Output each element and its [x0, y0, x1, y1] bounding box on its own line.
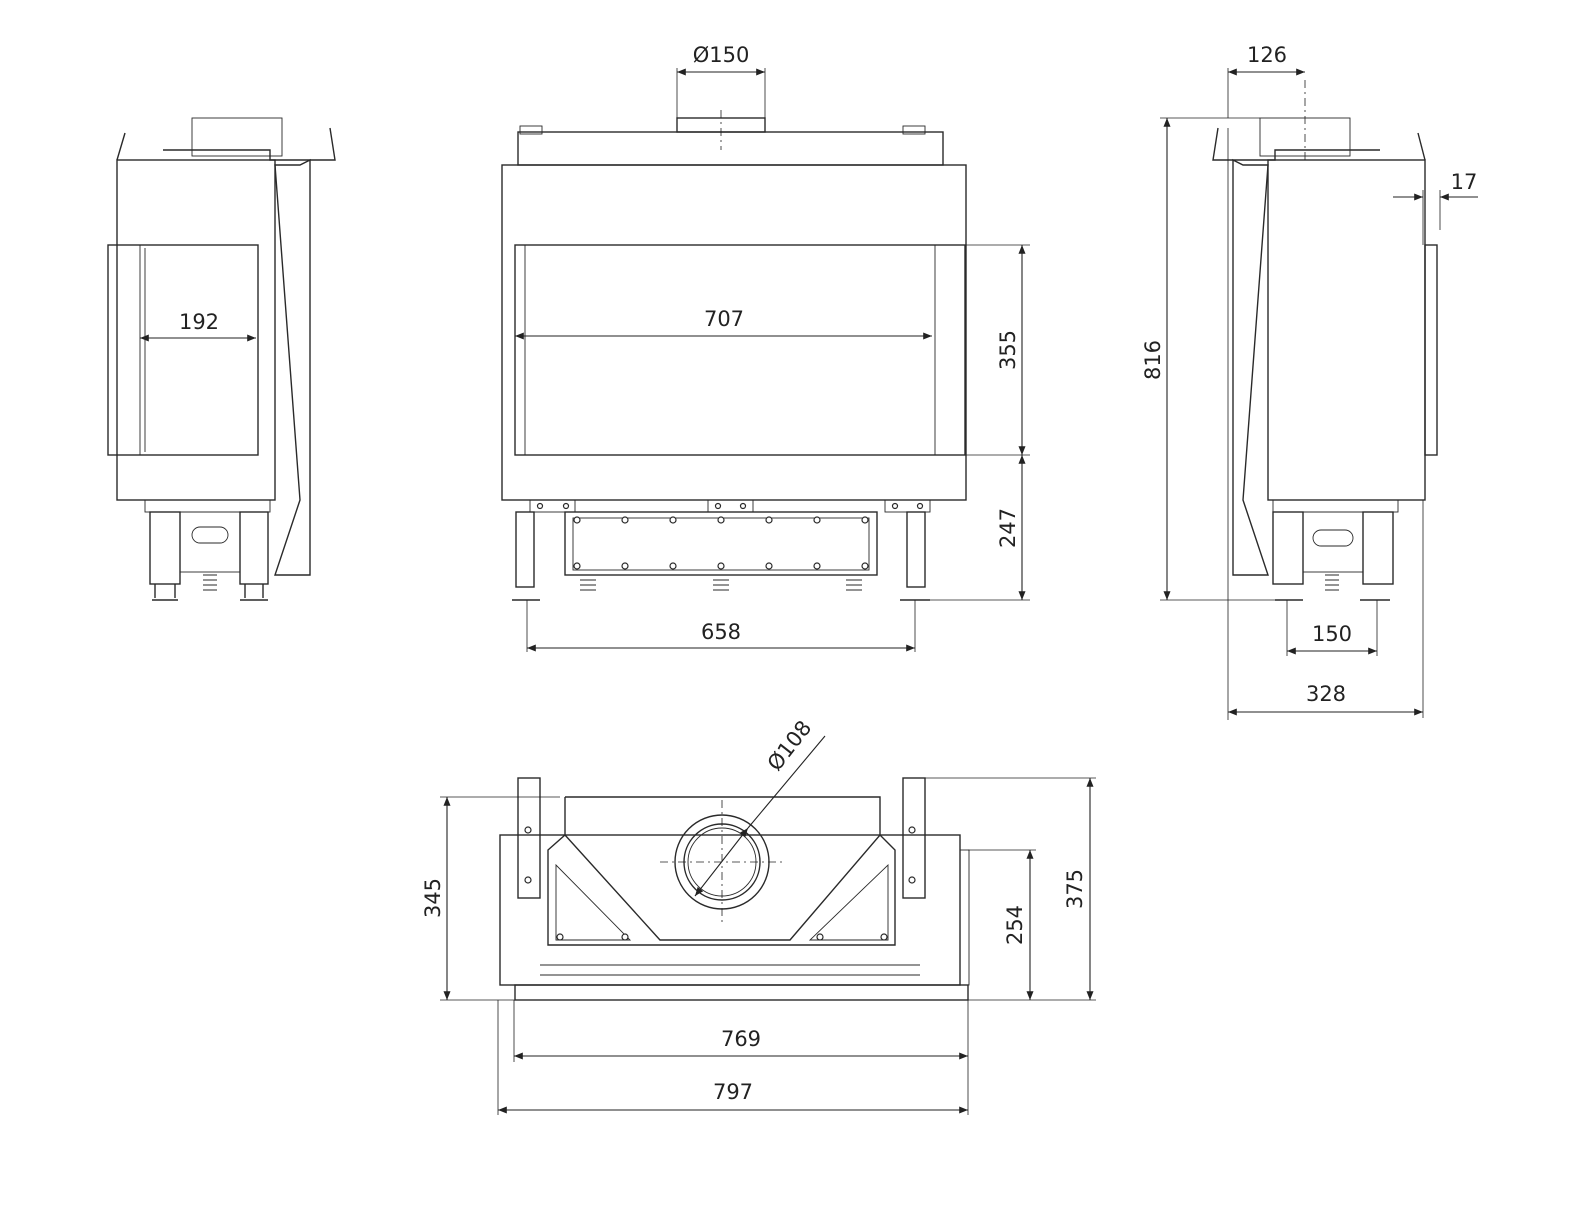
dim-total-height: 816 — [1141, 340, 1165, 380]
right-side-view: 126 816 17 150 328 — [1141, 43, 1478, 720]
dim-glass-height: 355 — [996, 330, 1020, 370]
dim-top-width-inner: 769 — [721, 1027, 761, 1051]
left-side-view: 192 — [107, 117, 336, 601]
top-view: Ø108 345 254 375 769 797 — [421, 716, 1096, 1115]
dim-total-depth: 328 — [1306, 682, 1346, 706]
dim-side-offset: 17 — [1451, 170, 1478, 194]
dim-front-glass-width: 707 — [704, 307, 744, 331]
dim-side-glass-width: 192 — [179, 310, 219, 334]
dim-top-depth-glass: 254 — [1003, 905, 1027, 945]
dim-flue-diameter-front: Ø150 — [693, 43, 750, 67]
front-view: Ø150 707 355 247 658 — [501, 43, 1030, 652]
dim-top-width-total: 797 — [713, 1080, 753, 1104]
dim-top-depth-total: 375 — [1063, 869, 1087, 909]
dim-leg-span-side: 150 — [1312, 622, 1352, 646]
dim-base-height: 247 — [996, 508, 1020, 548]
dim-flue-offset-side: 126 — [1247, 43, 1287, 67]
dim-leg-span-front: 658 — [701, 620, 741, 644]
bolt-row — [536, 502, 924, 570]
dim-flue-diameter-top: Ø108 — [763, 716, 817, 775]
dim-top-depth-inner: 345 — [421, 878, 445, 918]
